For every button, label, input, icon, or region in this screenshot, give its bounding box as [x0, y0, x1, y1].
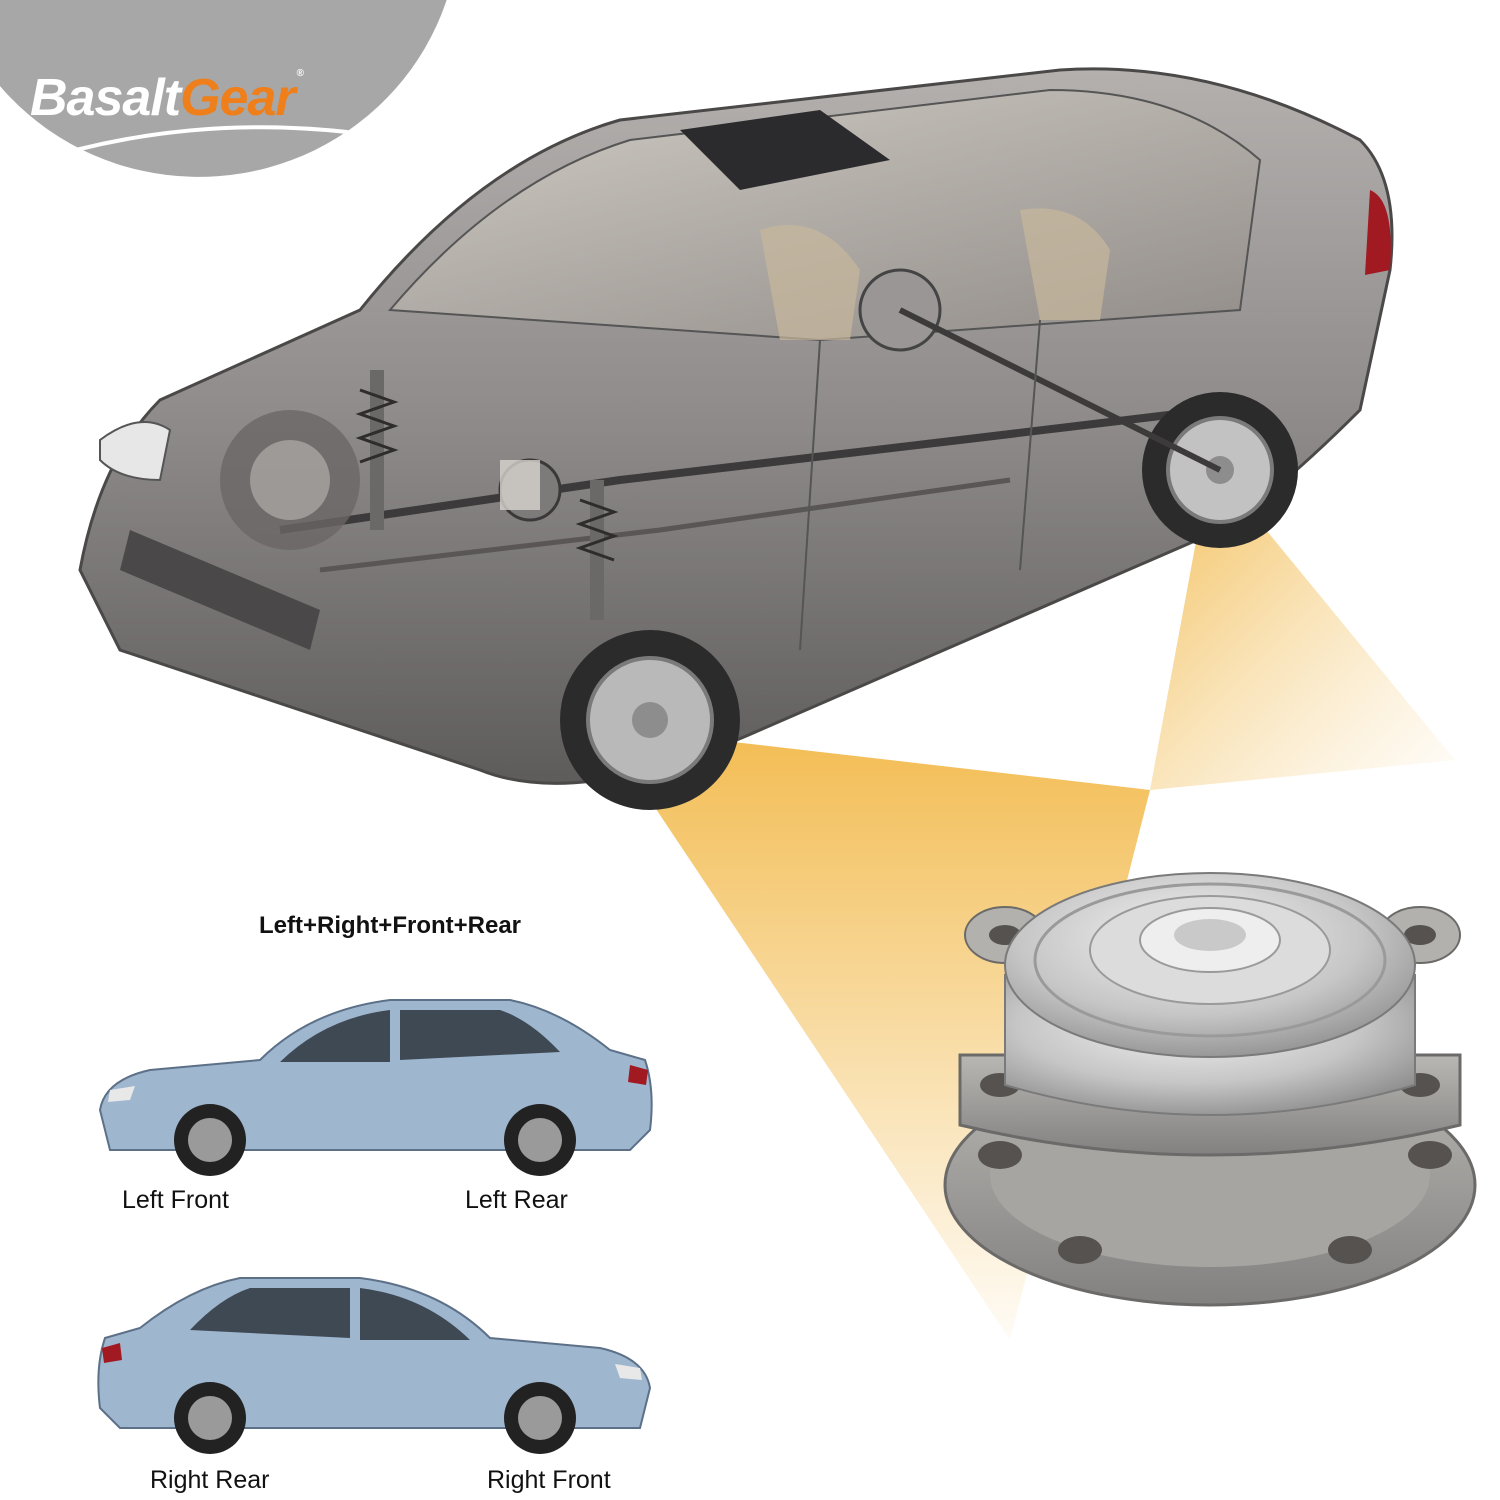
label-left-front: Left Front: [122, 1186, 229, 1214]
label-right-front: Right Front: [487, 1466, 611, 1494]
label-right-rear: Right Rear: [150, 1466, 270, 1494]
brand-logo: BasaltGear®: [30, 68, 304, 128]
wheel-hub-bearing-icon: [943, 872, 1477, 1307]
fitment-title: Left+Right+Front+Rear: [258, 912, 522, 939]
brand-name-part2: Gear: [180, 69, 296, 127]
sedan-side-left-icon: [98, 999, 653, 1176]
sedan-cutaway-icon: [78, 67, 1394, 810]
label-left-rear: Left Rear: [465, 1186, 568, 1214]
registered-mark: ®: [296, 68, 304, 79]
sedan-side-right-icon: [97, 1277, 652, 1454]
brand-name-part1: Basalt: [30, 69, 181, 127]
logo-swoosh-icon: [25, 125, 349, 166]
